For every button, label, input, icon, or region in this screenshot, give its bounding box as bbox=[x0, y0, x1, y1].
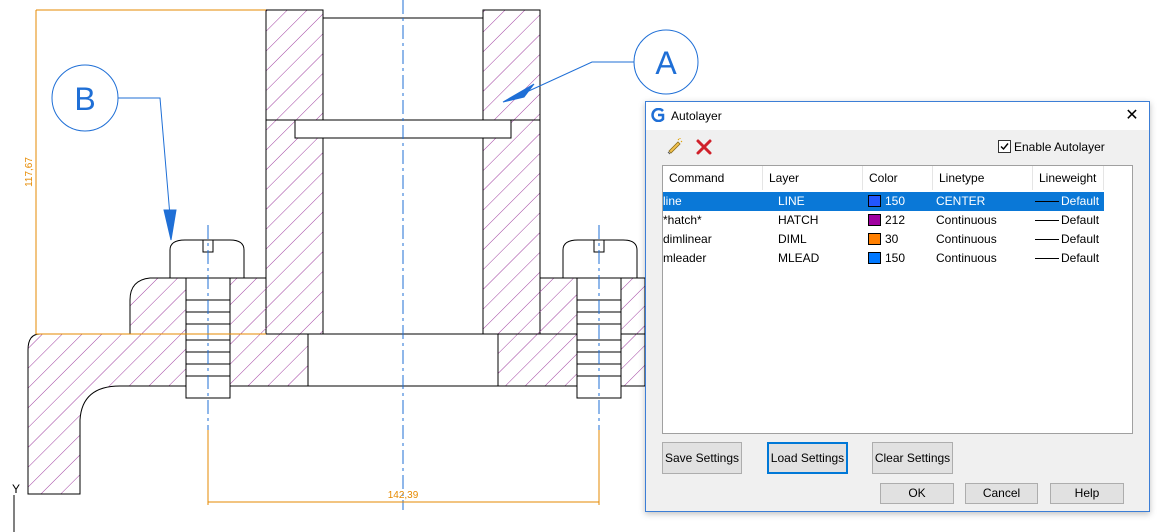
row-command: line bbox=[663, 194, 682, 208]
clear-settings-button[interactable]: Clear Settings bbox=[872, 442, 953, 474]
close-icon[interactable]: ✕ bbox=[1125, 107, 1139, 124]
enable-autolayer-label: Enable Autolayer bbox=[1014, 140, 1105, 154]
lineweight-sample bbox=[1035, 239, 1059, 240]
help-button[interactable]: Help bbox=[1050, 483, 1124, 504]
table-row[interactable]: mleader MLEAD 150 Continuous Default bbox=[663, 249, 1104, 268]
leader-lines bbox=[118, 61, 634, 241]
color-swatch bbox=[868, 252, 881, 264]
dim-vertical-text: 117,67 bbox=[24, 157, 35, 187]
dialog-title: Autolayer bbox=[671, 109, 722, 123]
color-swatch bbox=[868, 214, 881, 226]
col-header-linetype[interactable]: Linetype bbox=[933, 166, 1033, 190]
save-settings-button[interactable]: Save Settings bbox=[662, 442, 742, 474]
part-geometry bbox=[27, 9, 646, 495]
row-linetype: CENTER bbox=[936, 194, 986, 208]
row-lineweight: Default bbox=[1061, 213, 1100, 227]
checkmark-icon bbox=[1000, 143, 1009, 151]
col-header-layer[interactable]: Layer bbox=[763, 166, 863, 190]
row-layer: LINE bbox=[778, 194, 805, 208]
row-lineweight: Default bbox=[1061, 251, 1100, 265]
color-swatch bbox=[868, 195, 881, 207]
svg-text:A: A bbox=[655, 45, 677, 81]
autolayer-dialog: Autolayer ✕ Enable Autolayer Command Lay… bbox=[645, 101, 1150, 512]
autolayer-rules-table[interactable]: Command Layer Color Linetype Lineweight … bbox=[662, 165, 1133, 434]
dialog-titlebar[interactable]: Autolayer ✕ bbox=[646, 102, 1149, 130]
row-linetype: Continuous bbox=[936, 213, 997, 227]
dim-horizontal-text: 142,39 bbox=[388, 490, 419, 501]
gstarcad-logo-icon bbox=[651, 108, 665, 122]
enable-autolayer-checkbox[interactable]: Enable Autolayer bbox=[998, 140, 1105, 154]
table-row[interactable]: dimlinear DIML 30 Continuous Default bbox=[663, 230, 1104, 249]
load-settings-button[interactable]: Load Settings bbox=[767, 442, 848, 474]
callout-a: A bbox=[633, 29, 699, 95]
color-swatch bbox=[868, 233, 881, 245]
col-header-command[interactable]: Command bbox=[663, 166, 763, 190]
table-row[interactable]: line LINE 150 CENTER Default bbox=[663, 192, 1104, 211]
row-color-index: 150 bbox=[885, 251, 906, 265]
ok-button[interactable]: OK bbox=[880, 483, 954, 504]
new-rule-icon[interactable] bbox=[666, 138, 684, 156]
lineweight-sample bbox=[1035, 201, 1059, 202]
lineweight-sample bbox=[1035, 258, 1059, 259]
col-header-color[interactable]: Color bbox=[863, 166, 933, 190]
center-lines bbox=[207, 0, 600, 510]
row-color-index: 30 bbox=[885, 232, 899, 246]
delete-rule-icon[interactable] bbox=[695, 138, 713, 156]
row-layer: HATCH bbox=[778, 213, 819, 227]
row-lineweight: Default bbox=[1061, 194, 1100, 208]
row-command: dimlinear bbox=[663, 232, 712, 246]
ucs-y-label: Y bbox=[12, 482, 20, 496]
row-linetype: Continuous bbox=[936, 251, 997, 265]
row-layer: MLEAD bbox=[778, 251, 820, 265]
row-color-index: 150 bbox=[885, 194, 906, 208]
col-header-lineweight[interactable]: Lineweight bbox=[1033, 166, 1104, 190]
row-linetype: Continuous bbox=[936, 232, 997, 246]
row-lineweight: Default bbox=[1061, 232, 1100, 246]
row-command: mleader bbox=[663, 251, 707, 265]
cancel-button[interactable]: Cancel bbox=[965, 483, 1038, 504]
checkbox-box[interactable] bbox=[998, 140, 1011, 153]
callout-b: B bbox=[51, 64, 119, 132]
row-command: *hatch* bbox=[663, 213, 702, 227]
table-row[interactable]: *hatch* HATCH 212 Continuous Default bbox=[663, 211, 1104, 230]
row-color-index: 212 bbox=[885, 213, 906, 227]
svg-text:B: B bbox=[74, 81, 95, 117]
dimension-lines bbox=[35, 9, 600, 505]
row-layer: DIML bbox=[778, 232, 807, 246]
table-header: Command Layer Color Linetype Lineweight bbox=[663, 166, 1132, 190]
lineweight-sample bbox=[1035, 220, 1059, 221]
